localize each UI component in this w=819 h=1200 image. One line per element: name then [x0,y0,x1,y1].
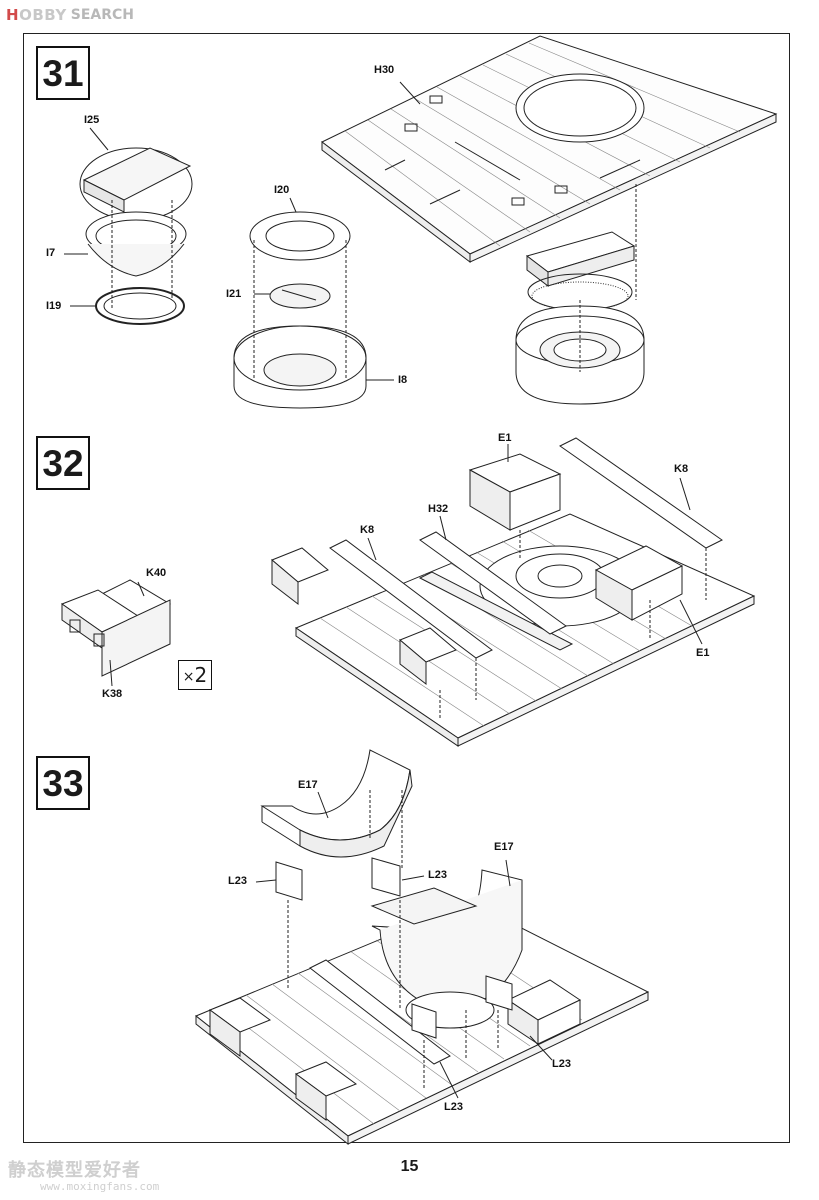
hatch-assembly-left [64,128,192,324]
turret-ring-assembly [234,198,394,408]
part-label-i8: I8 [398,374,408,386]
bottom-watermark-url: www.moxingfans.com [40,1180,160,1193]
part-label-i21: I21 [226,288,242,300]
watermark-subtitle: SEARCH [70,7,134,23]
part-label-i7: I7 [46,247,56,259]
part-label-k8-right: K8 [674,463,689,475]
part-label-e17-lower: E17 [494,841,514,853]
hull-floor-step32 [272,438,754,746]
part-label-e1-top: E1 [498,432,512,444]
watermark-logo: HOBBY [6,6,67,24]
part-label-i20: I20 [274,184,290,196]
page-frame [23,33,790,1143]
part-label-h32: H32 [428,503,449,515]
plates-l23 [276,858,512,1038]
step-31-number: 31 [36,46,90,100]
hatch-assembly-right [516,184,644,404]
deck-panel-h30 [322,36,776,262]
bottom-watermark: 静态模型爱好者 [8,1160,141,1181]
part-label-h30: H30 [374,64,395,76]
hobbysearch-watermark: HOBBY SEARCH [6,4,134,26]
part-label-k40: K40 [146,567,167,579]
leader-lines-step33 [256,792,552,1098]
part-label-l23-bottom: L23 [444,1101,463,1113]
step-32-number: 32 [36,436,90,490]
part-label-e17-upper: E17 [298,779,318,791]
step-33-number: 33 [36,756,90,810]
part-label-k38: K38 [102,688,123,700]
stowage-box-k38-k40 [62,580,170,686]
assembly-guides-step33 [288,790,498,1090]
part-label-i25: I25 [84,114,100,126]
part-label-l23-center: L23 [428,869,447,881]
part-label-l23-left: L23 [228,875,247,887]
part-label-e1-bottom: E1 [696,647,710,659]
page-number: 15 [400,1158,419,1175]
part-label-k8-left: K8 [360,524,375,536]
part-label-l23-right: L23 [552,1058,571,1070]
part-label-i19: I19 [46,300,62,312]
half-shell-e17-upper [262,750,412,857]
quantity-multiplier: ×2 [178,660,212,690]
